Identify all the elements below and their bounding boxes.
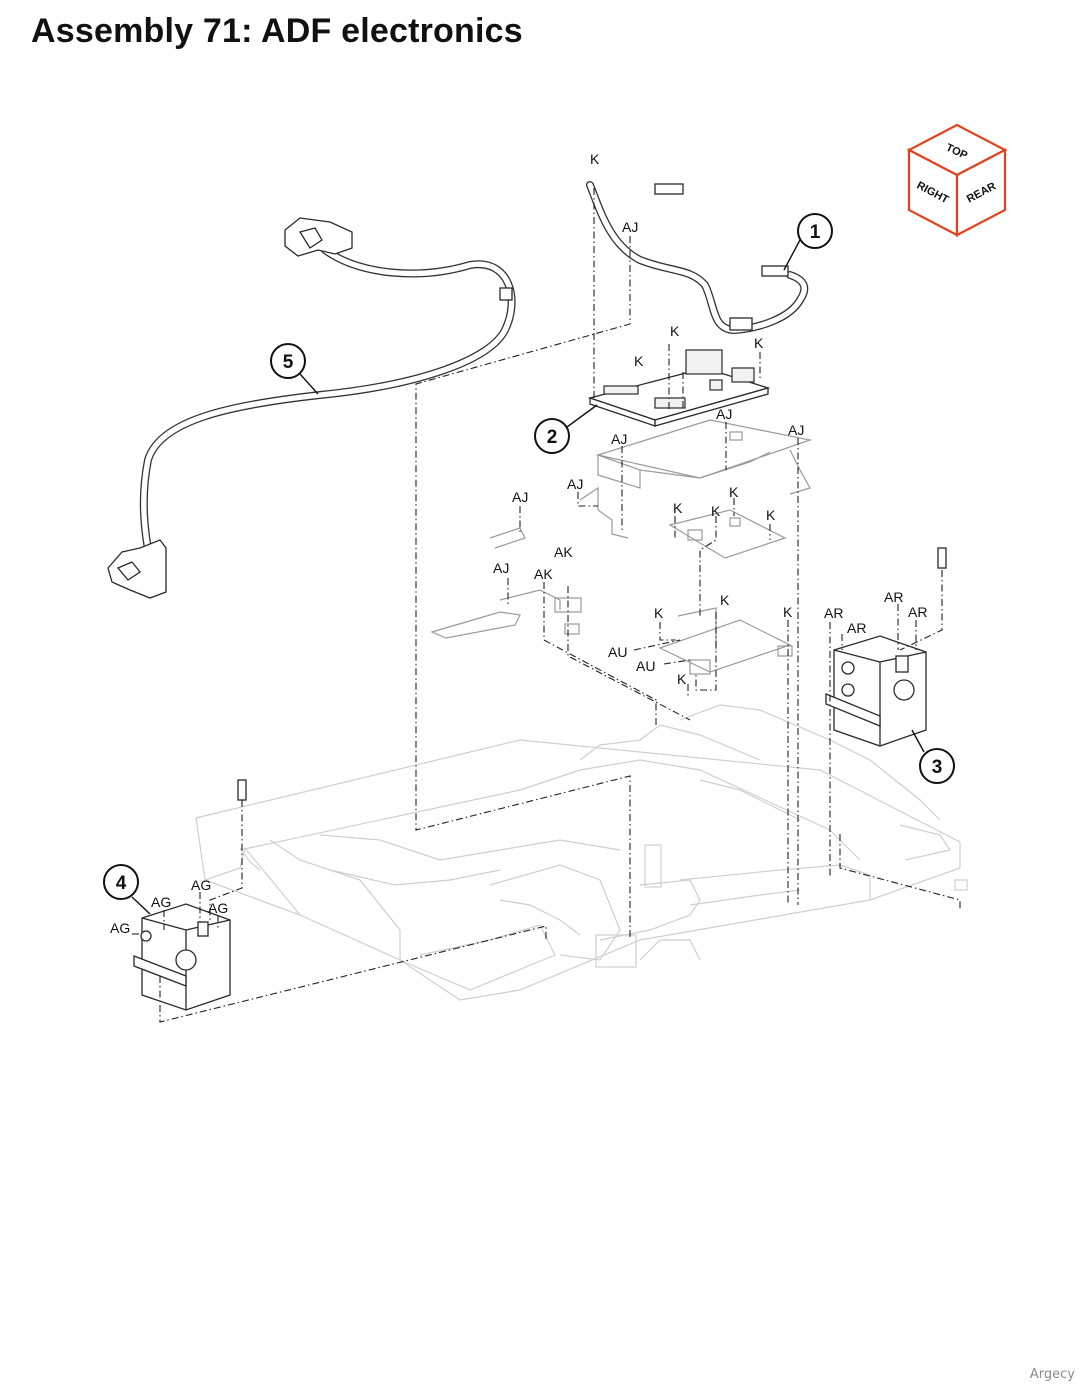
- label-k: K: [590, 151, 600, 167]
- label-ag: AG: [208, 900, 228, 916]
- label-ag: AG: [191, 877, 211, 893]
- letter-labels: K AJ K K K AJ AJ AJ AJ AJ K K K K AK AJ …: [110, 151, 927, 936]
- callout-2: 2: [547, 427, 558, 448]
- part-5-harness-cable: [107, 217, 516, 599]
- watermark-text: Argecy: [1029, 1367, 1075, 1382]
- label-k: K: [783, 604, 793, 620]
- page-title: Assembly 71: ADF electronics: [31, 12, 523, 50]
- label-k: K: [654, 605, 664, 621]
- card-mounting-plate: [579, 419, 813, 539]
- callout-1: 1: [810, 222, 821, 243]
- part-4-solenoid: [133, 779, 247, 1011]
- label-aj: AJ: [716, 406, 732, 422]
- adf-base-frame: [195, 704, 968, 1001]
- label-aj: AJ: [493, 560, 509, 576]
- orientation-cube: TOP RIGHT REAR: [906, 123, 1008, 237]
- label-k: K: [673, 500, 683, 516]
- label-k: K: [720, 592, 730, 608]
- label-ar: AR: [908, 604, 927, 620]
- label-ar: AR: [884, 589, 903, 605]
- label-k: K: [677, 671, 687, 687]
- label-ar: AR: [847, 620, 866, 636]
- label-k: K: [634, 353, 644, 369]
- part-3-solenoid: [825, 547, 947, 747]
- label-k: K: [711, 503, 721, 519]
- assembly-lines: [132, 188, 961, 1023]
- label-ak: AK: [554, 544, 573, 560]
- label-au: AU: [636, 658, 655, 674]
- label-aj: AJ: [622, 219, 638, 235]
- label-aj: AJ: [788, 422, 804, 438]
- callouts: 1 2 3 4 5: [103, 213, 955, 915]
- label-k: K: [766, 507, 776, 523]
- part-1-board-harness: [586, 181, 809, 335]
- sensor-boards: [430, 509, 793, 675]
- label-aj: AJ: [611, 431, 627, 447]
- label-aj: AJ: [567, 476, 583, 492]
- label-aj: AJ: [512, 489, 528, 505]
- label-k: K: [729, 484, 739, 500]
- label-k: K: [670, 323, 680, 339]
- label-au: AU: [608, 644, 627, 660]
- part-2-controller-card: [587, 349, 771, 427]
- label-ar: AR: [824, 605, 843, 621]
- callout-5: 5: [283, 352, 294, 373]
- label-ag: AG: [151, 894, 171, 910]
- callout-4: 4: [116, 873, 127, 894]
- label-k: K: [754, 335, 764, 351]
- callout-3: 3: [932, 757, 943, 778]
- label-ak: AK: [534, 566, 553, 582]
- label-ag: AG: [110, 920, 130, 936]
